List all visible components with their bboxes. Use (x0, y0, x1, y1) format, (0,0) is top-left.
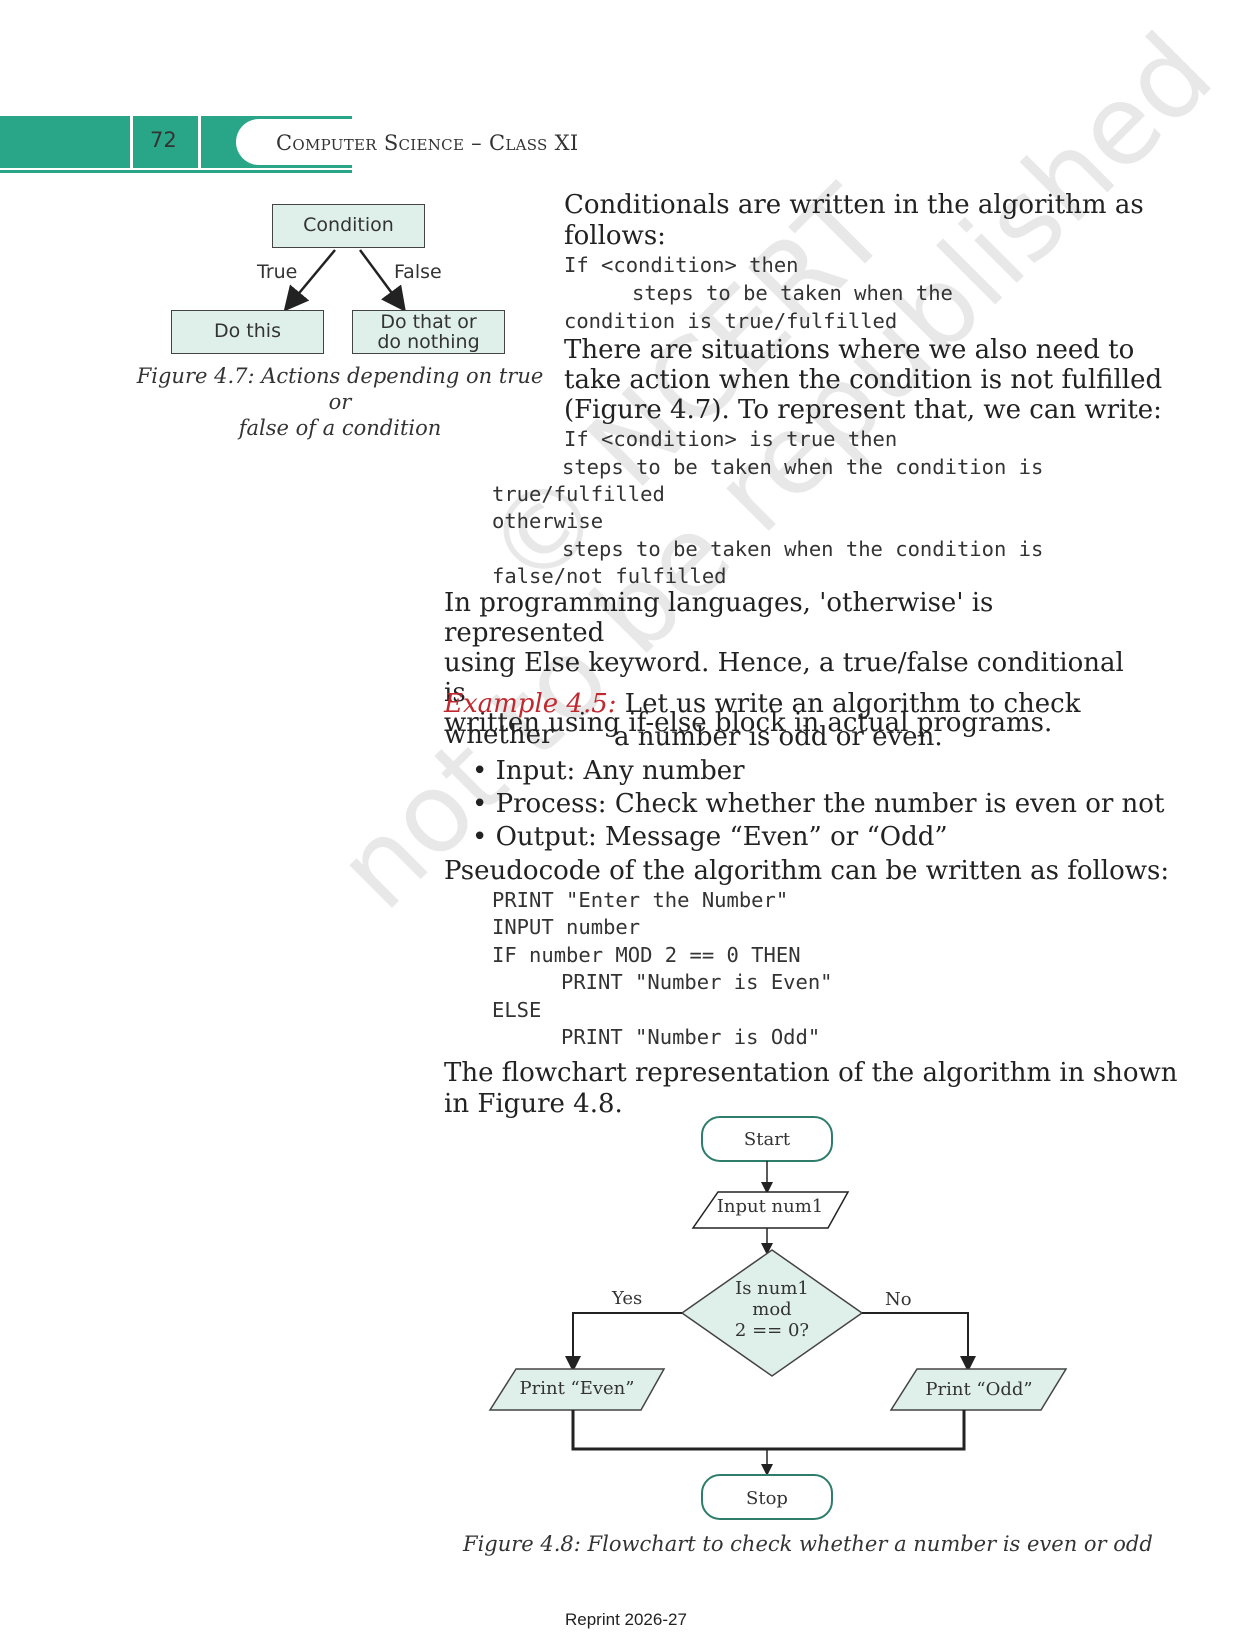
text-line: In programming languages, 'otherwise' is… (444, 588, 994, 648)
input-shape (691, 1191, 850, 1229)
code-line: false/not fulfilled (492, 564, 727, 588)
text-line: written using if-else block in actual pr… (444, 708, 1053, 738)
condition-box: Condition (272, 204, 425, 248)
print-odd-shape (889, 1368, 1068, 1411)
list-item: • Output: Message “Even” or “Odd” (472, 822, 948, 852)
pseudo-line: PRINT "Number is Odd" (561, 1025, 821, 1049)
reprint-footer: Reprint 2026-27 (565, 1610, 687, 1629)
header-divider (198, 116, 201, 168)
para-conditionals: Conditionals are written in the algorith… (564, 190, 1144, 252)
example-4-5: Example 4.5: Let us write an algorithm t… (444, 689, 1144, 751)
input-label: Input num1 (716, 1196, 824, 1217)
text-line: in Figure 4.8. (444, 1089, 623, 1119)
stop-terminator (701, 1474, 833, 1520)
text-line: follows: (564, 221, 666, 251)
code-line: steps to be taken when the condition is (562, 537, 1044, 561)
page-number: 72 (150, 128, 177, 152)
stop-label: Stop (746, 1488, 788, 1509)
figure-4-8-caption: Figure 4.8: Flowchart to check whether a… (463, 1532, 1153, 1556)
text-line: Conditionals are written in the algorith… (564, 190, 1144, 220)
do-that-box: Do that or do nothing (352, 310, 505, 354)
para-programming: In programming languages, 'otherwise' is… (444, 588, 1124, 738)
pseudo-line: INPUT number (492, 915, 641, 939)
false-label: False (394, 261, 442, 283)
pseudo-line: ELSE (492, 998, 542, 1022)
header-underline (0, 170, 352, 173)
text-line: take action when the condition is not fu… (564, 365, 1163, 395)
print-odd-label: Print “Odd” (925, 1379, 1033, 1400)
code-line: steps to be taken when the condition is (562, 455, 1044, 479)
figure-4-7-caption: Figure 4.7: Actions depending on true or… (134, 363, 546, 441)
example-line1: Let us write an algorithm to check wheth… (444, 689, 1081, 750)
pseudo-line: PRINT "Number is Even" (561, 970, 833, 994)
header-divider (130, 116, 133, 168)
list-item: • Input: Any number (472, 756, 745, 786)
do-that-line2: do nothing (377, 331, 480, 353)
pseudo-line: PRINT "Enter the Number" (492, 888, 789, 912)
code-line: otherwise (492, 509, 604, 533)
code-line: If <condition> is true then (564, 427, 898, 451)
decision-line3: 2 == 0? (734, 1320, 810, 1341)
code-line: condition is true/fulfilled (564, 309, 898, 333)
decision-line2: mod (752, 1299, 792, 1320)
decision-diamond (680, 1249, 864, 1377)
caption-line1: Figure 4.7: Actions depending on true or (136, 364, 544, 414)
text-line: using Else keyword. Hence, a true/false … (444, 648, 1124, 708)
do-this-box: Do this (171, 310, 324, 354)
caption-line2: false of a condition (238, 416, 442, 440)
bullet-list: • Input: Any number • Process: Check whe… (472, 755, 1164, 854)
yes-label: Yes (612, 1288, 643, 1309)
running-title: Computer Science – Class XI (276, 131, 579, 155)
example-line2: a number is odd or even. (614, 722, 943, 752)
decision-label: Is num1 mod 2 == 0? (712, 1278, 832, 1341)
example-label: Example 4.5: (444, 689, 617, 719)
print-even-shape (488, 1368, 666, 1411)
para-situations: There are situations where we also need … (564, 335, 1162, 425)
pseudo-line: IF number MOD 2 == 0 THEN (492, 943, 801, 967)
text-line: The flowchart representation of the algo… (444, 1058, 1178, 1088)
merge-line (571, 1410, 966, 1451)
header-title-pill (236, 119, 366, 165)
no-label: No (885, 1289, 912, 1310)
branch-arrows (283, 249, 406, 312)
do-that-line1: Do that or (380, 311, 477, 333)
start-label: Start (743, 1129, 791, 1150)
print-even-label: Print “Even” (519, 1378, 635, 1399)
true-label: True (257, 261, 298, 283)
decision-line1: Is num1 (735, 1278, 809, 1299)
flowchart-intro: The flowchart representation of the algo… (444, 1058, 1177, 1120)
code-line: true/fulfilled (492, 482, 665, 506)
list-item: • Process: Check whether the number is e… (472, 789, 1165, 819)
code-line: If <condition> then (564, 253, 799, 277)
pseudocode-intro: Pseudocode of the algorithm can be writt… (444, 856, 1170, 886)
code-line: steps to be taken when the (632, 281, 953, 305)
text-line: There are situations where we also need … (564, 335, 1135, 365)
yes-branch-line (565, 1312, 682, 1372)
text-line: (Figure 4.7). To represent that, we can … (564, 395, 1162, 425)
no-branch-line (862, 1312, 976, 1372)
